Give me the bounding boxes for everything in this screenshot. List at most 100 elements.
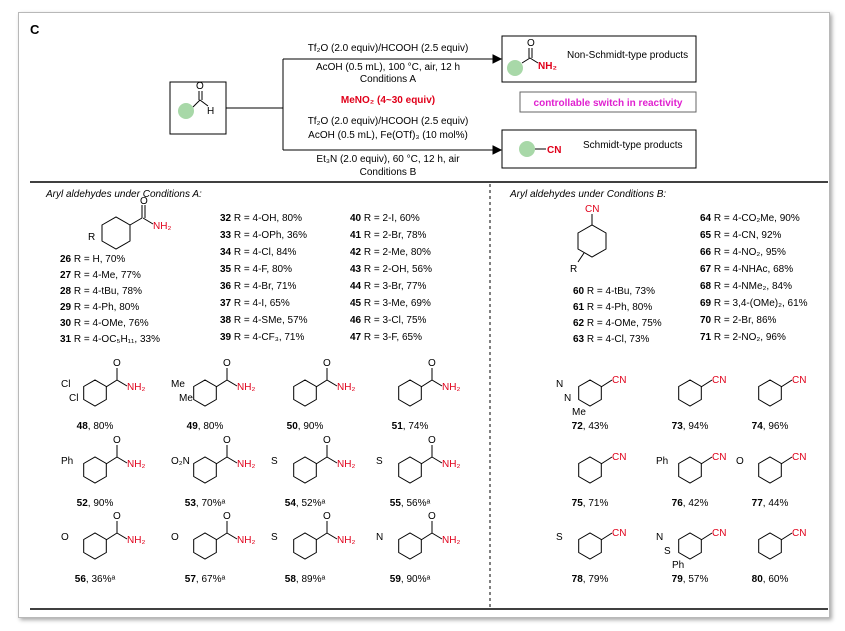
compound-number: 72 <box>572 421 584 432</box>
ring <box>293 532 317 560</box>
compound-caption: 57, 67%ᵃ <box>185 574 226 585</box>
atom-label: CN <box>612 375 626 386</box>
atom-label: O <box>61 532 69 543</box>
compound-desc: R = 4-tBu, 73% <box>584 286 655 297</box>
compound-desc: R = 4-OPh, 36% <box>231 230 307 241</box>
aldehyde-h: H <box>207 106 214 117</box>
compound-desc: R = 4-Ph, 80% <box>584 302 652 313</box>
ring <box>193 532 217 560</box>
a3-entry-42: 42 R = 2-Me, 80% <box>350 247 431 258</box>
compound-number: 27 <box>60 270 72 281</box>
compound-caption: 59, 90%ᵃ <box>390 574 431 585</box>
compound-number: 57 <box>185 574 197 585</box>
compound-number: 69 <box>700 298 712 309</box>
compound-number: 53 <box>185 498 197 509</box>
compound-number: 29 <box>60 302 72 313</box>
atom-label: CN <box>712 452 726 463</box>
substituent-circle-nitrile <box>519 141 535 157</box>
compound-desc: R = 2-I, 60% <box>361 213 420 224</box>
a1-entry-31: 31 R = 4-OC₅H₁₁, 33% <box>60 334 160 345</box>
compound-caption: 58, 89%ᵃ <box>285 574 326 585</box>
a2-entry-38: 38 R = 4-SMe, 57% <box>220 315 308 326</box>
compound-number: 28 <box>60 286 72 297</box>
compound-yield: , 70%ᵃ <box>196 498 226 509</box>
b1-entry-62: 62 R = 4-OMe, 75% <box>573 318 662 329</box>
compound-number: 65 <box>700 230 712 241</box>
compound-yield: , 90%ᵃ <box>401 574 431 585</box>
atom-label: O <box>428 358 436 369</box>
compound-desc: R = 4-NO₂, 95% <box>711 247 786 258</box>
compound-yield: , 74% <box>403 421 429 432</box>
a3-entry-47: 47 R = 3-F, 65% <box>350 332 422 343</box>
ring <box>398 379 422 407</box>
a1-entry-26: 26 R = H, 70% <box>60 254 125 265</box>
atom-label: N <box>556 379 563 390</box>
compound-desc: R = 4-Cl, 73% <box>584 334 649 345</box>
switch-label: controllable switch in reactivity <box>534 98 683 109</box>
compound-caption: 56, 36%ᵃ <box>75 574 116 585</box>
b2-entry-70: 70 R = 2-Br, 86% <box>700 315 777 326</box>
compound-desc: R = 3-Cl, 75% <box>361 315 426 326</box>
compound-desc: R = 4-I, 65% <box>231 298 290 309</box>
b1-entry-63: 63 R = 4-Cl, 73% <box>573 334 650 345</box>
cond-b-line1: Tf₂O (2.0 equiv)/HCOOH (2.5 equiv) <box>308 116 469 127</box>
compound-yield: , 71% <box>583 498 609 509</box>
compound-number: 34 <box>220 247 232 258</box>
atom-label: O <box>171 532 179 543</box>
compound-caption: 72, 43% <box>572 421 609 432</box>
core-benzonitrile <box>577 214 607 263</box>
substituent-circle-aldehyde <box>178 103 194 119</box>
compound-caption: 55, 56%ᵃ <box>390 498 431 509</box>
atom-label: N <box>376 532 383 543</box>
ring <box>193 456 217 484</box>
compound-number: 46 <box>350 315 362 326</box>
compound-yield: , 89%ᵃ <box>296 574 326 585</box>
compound-desc: R = 3,4-(OMe)₂, 61% <box>711 298 808 309</box>
a3-entry-45: 45 R = 3-Me, 69% <box>350 298 431 309</box>
atom-label: CN <box>612 528 626 539</box>
compound-yield: , 52%ᵃ <box>296 498 326 509</box>
compound-number: 59 <box>390 574 402 585</box>
a1-entry-27: 27 R = 4-Me, 77% <box>60 270 141 281</box>
ring <box>758 456 782 484</box>
compound-number: 78 <box>572 574 584 585</box>
a3-entry-44: 44 R = 3-Br, 77% <box>350 281 427 292</box>
compound-number: 45 <box>350 298 362 309</box>
b1-entry-60: 60 R = 4-tBu, 73% <box>573 286 655 297</box>
compound-desc: R = 2-OH, 56% <box>361 264 432 275</box>
compound-desc: R = 4-F, 80% <box>231 264 292 275</box>
atom-label: S <box>271 532 278 543</box>
compound-desc: R = 2-Me, 80% <box>361 247 431 258</box>
ring <box>83 379 107 407</box>
atom-label: NH₂ <box>442 535 460 546</box>
atom-label: CN <box>792 375 806 386</box>
ring <box>293 379 317 407</box>
compound-yield: , 60% <box>763 574 789 585</box>
switch-box <box>519 91 697 113</box>
compound-desc: R = 4-Ph, 80% <box>71 302 139 313</box>
atom-label: Cl <box>61 379 70 390</box>
compound-number: 51 <box>392 421 404 432</box>
atom-label: O <box>223 511 231 522</box>
compound-desc: R = 3-Me, 69% <box>361 298 431 309</box>
compound-number: 42 <box>350 247 362 258</box>
compound-number: 30 <box>60 318 72 329</box>
ring <box>193 379 217 407</box>
a2-entry-32: 32 R = 4-OH, 80% <box>220 213 302 224</box>
compound-yield: , 43% <box>583 421 609 432</box>
section-a-title: Aryl aldehydes under Conditions A: <box>45 189 202 200</box>
ring <box>578 456 602 484</box>
compound-desc: R = 4-OC₅H₁₁, 33% <box>71 334 160 345</box>
arrowhead-b <box>492 145 503 155</box>
atom-label: NH₂ <box>127 459 145 470</box>
compound-desc: R = 4-Me, 77% <box>71 270 141 281</box>
atom-label: O <box>323 511 331 522</box>
atom-label: NH₂ <box>442 459 460 470</box>
